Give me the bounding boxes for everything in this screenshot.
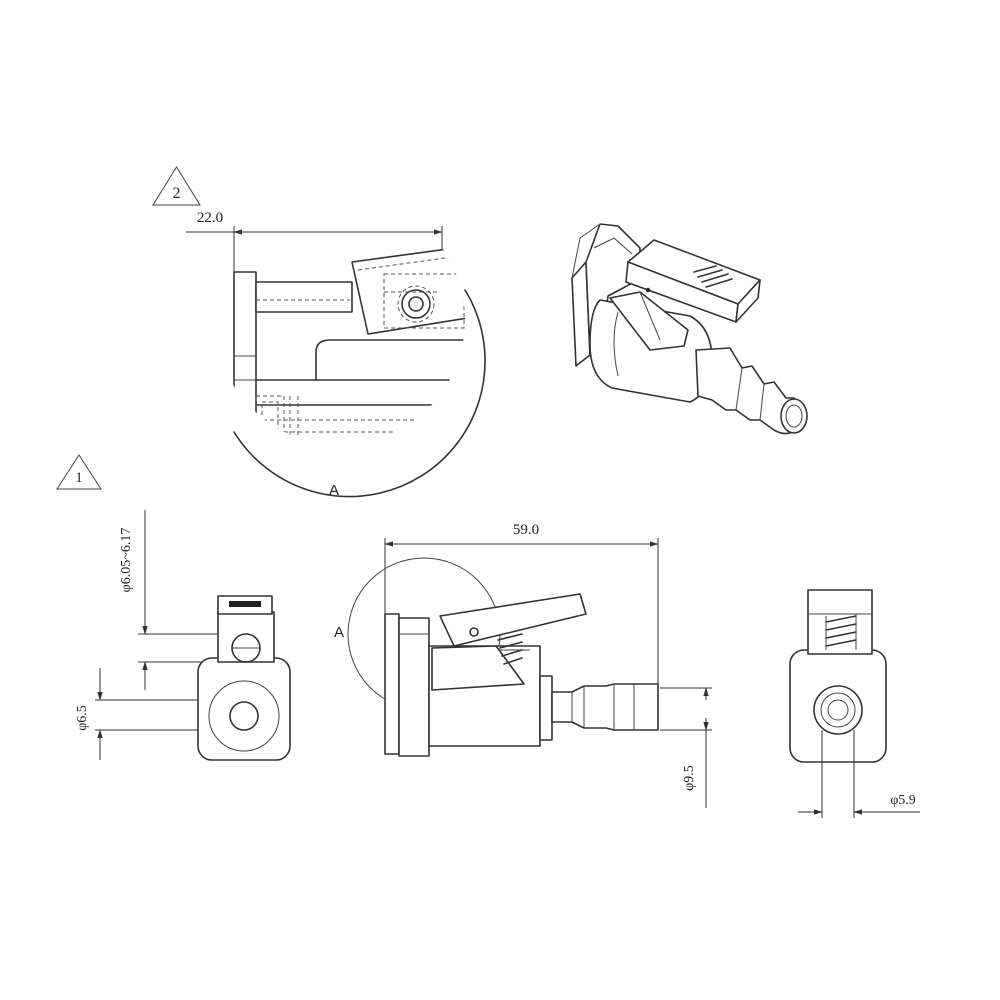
dim-59-text: 59.0 xyxy=(513,522,539,538)
dim-22-text: 22.0 xyxy=(197,210,223,226)
note-1-label: 1 xyxy=(75,470,83,486)
dimension-59: 59.0 xyxy=(384,522,659,688)
dim-lock-pin-text: φ6.05~6.17 xyxy=(119,528,134,593)
dim-bore-text: φ5.9 xyxy=(890,793,916,808)
dim-port-text: φ6.5 xyxy=(75,705,90,731)
dimension-barb: φ9.5 xyxy=(660,687,712,808)
front-view: φ5.9 xyxy=(789,589,920,818)
spring xyxy=(497,633,523,665)
front-spring xyxy=(825,614,857,650)
dim-barb-text: φ9.5 xyxy=(682,765,697,791)
note-triangle-1: 1 xyxy=(56,454,102,490)
end-view: φ6.05~6.17 φ6.5 xyxy=(75,510,291,761)
note-triangle-2: 2 xyxy=(152,166,201,206)
dimension-bore: φ5.9 xyxy=(798,730,920,818)
note-2-label: 2 xyxy=(173,185,181,202)
side-view: 59.0 φ9.5 A xyxy=(334,522,712,808)
detail-a-label: A xyxy=(329,482,339,499)
dimension-22: 22.0 xyxy=(186,210,443,282)
detail-view-a: 22.0 xyxy=(186,210,486,499)
section-a-label: A xyxy=(334,624,344,641)
lever-grip-lines xyxy=(693,265,733,288)
isometric-view xyxy=(571,223,808,435)
